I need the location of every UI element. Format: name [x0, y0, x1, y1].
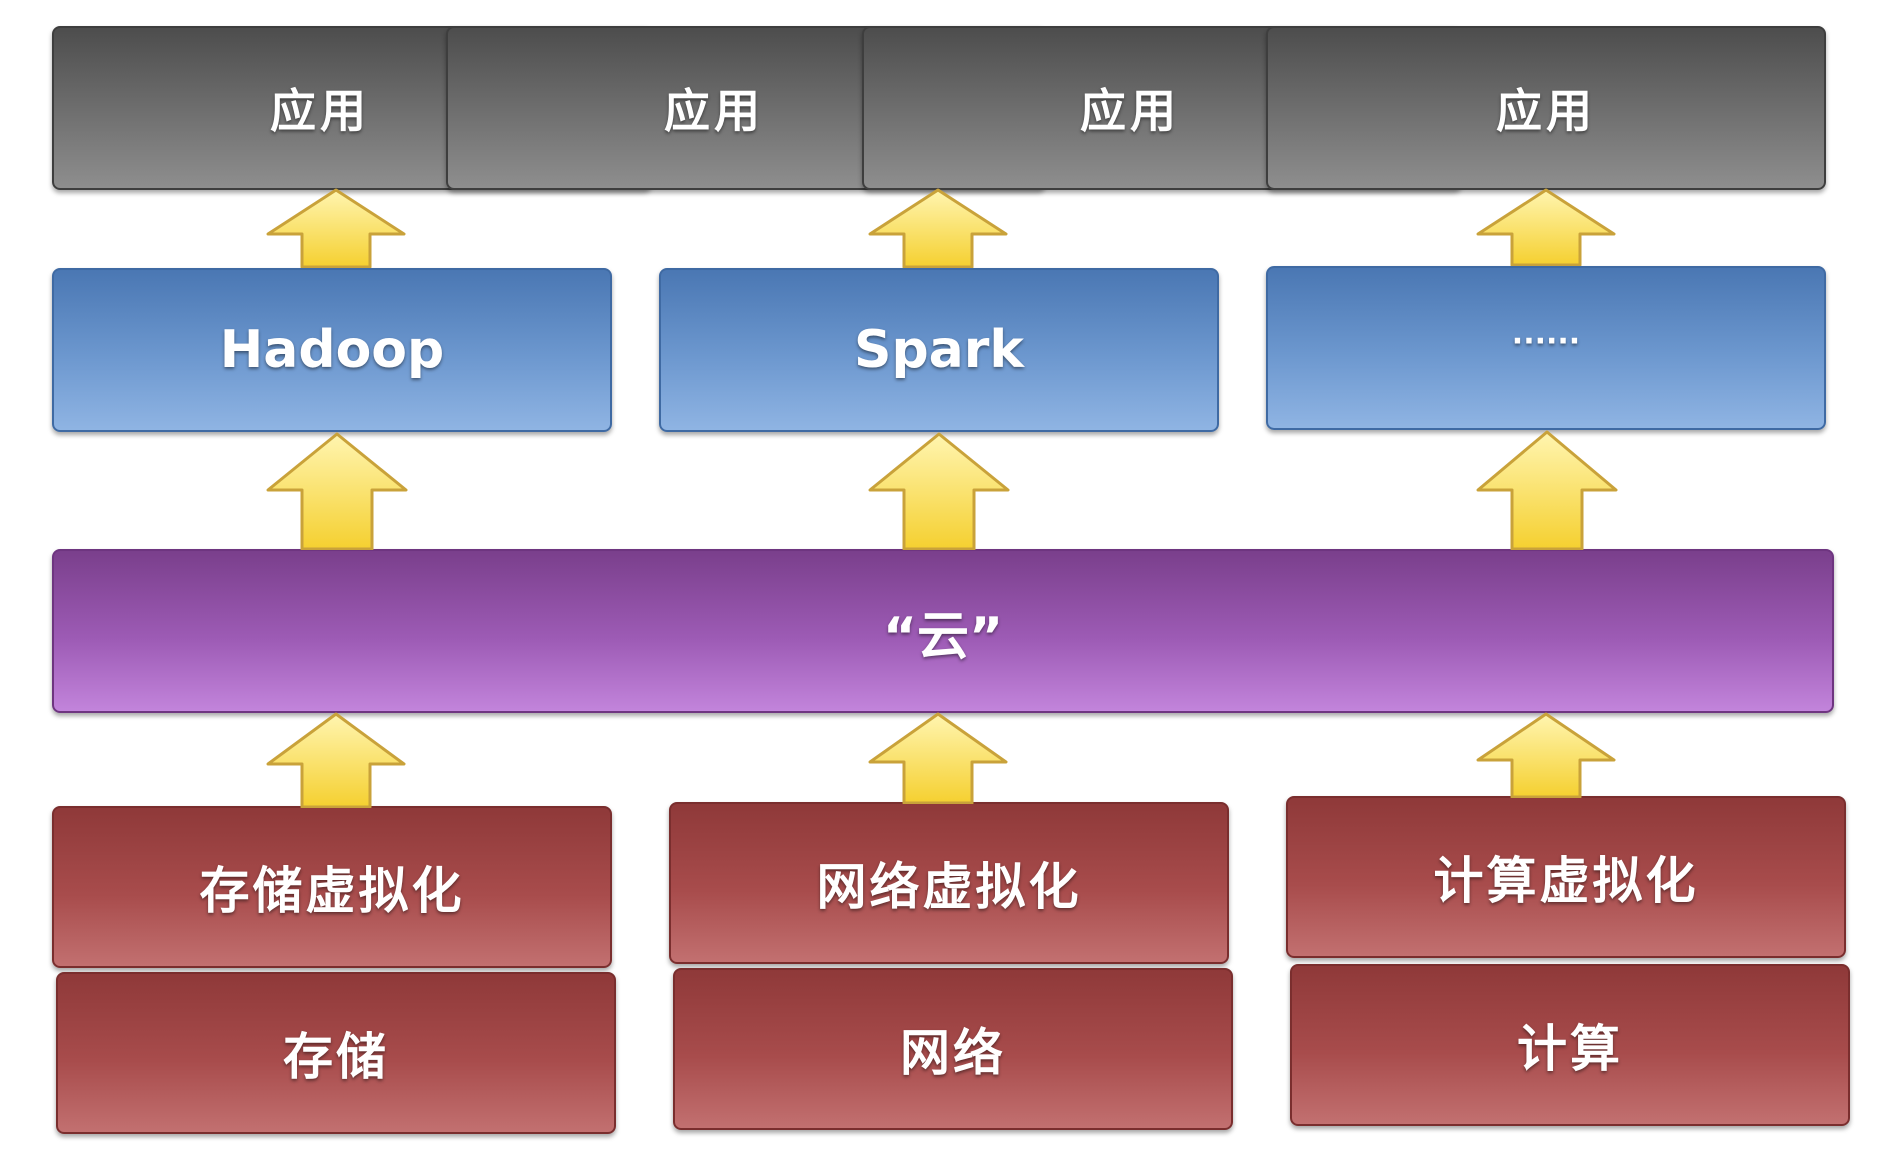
app-label: 应用 — [270, 84, 370, 138]
cloud-label: “云” — [882, 606, 1004, 667]
compute-virtualization-label: 计算虚拟化 — [1433, 852, 1699, 910]
storage-label: 存储 — [283, 1028, 389, 1086]
hadoop-label: Hadoop — [219, 320, 445, 380]
compute-box: 计算 — [1290, 964, 1850, 1126]
up-arrow-icon — [1476, 712, 1616, 798]
spark-label: Spark — [854, 320, 1024, 380]
ellipsis-label: ······ — [1511, 323, 1581, 359]
up-arrow-icon — [868, 712, 1008, 804]
compute-virtualization-box: 计算虚拟化 — [1286, 796, 1846, 958]
network-box: 网络 — [673, 968, 1233, 1130]
storage-virtualization-box: 存储虚拟化 — [52, 806, 612, 968]
spark-box: Spark — [659, 268, 1219, 432]
up-arrow-icon — [266, 712, 406, 808]
network-virtualization-box: 网络虚拟化 — [669, 802, 1229, 964]
up-arrow-icon — [868, 188, 1008, 268]
app-label: 应用 — [1496, 84, 1596, 138]
up-arrow-icon — [1476, 188, 1616, 266]
cloud-layer: “云” — [52, 549, 1834, 713]
app-label: 应用 — [664, 84, 764, 138]
storage-box: 存储 — [56, 972, 616, 1134]
up-arrow-icon — [868, 432, 1010, 550]
app-label: 应用 — [1080, 84, 1180, 138]
network-virtualization-label: 网络虚拟化 — [816, 858, 1082, 916]
app-box-4: 应用 — [1266, 26, 1826, 190]
compute-label: 计算 — [1517, 1020, 1623, 1078]
network-label: 网络 — [900, 1024, 1006, 1082]
up-arrow-icon — [266, 188, 406, 268]
hadoop-box: Hadoop — [52, 268, 612, 432]
storage-virtualization-label: 存储虚拟化 — [199, 862, 465, 920]
other-framework-box: ······ — [1266, 266, 1826, 430]
up-arrow-icon — [266, 432, 408, 550]
up-arrow-icon — [1476, 430, 1618, 550]
